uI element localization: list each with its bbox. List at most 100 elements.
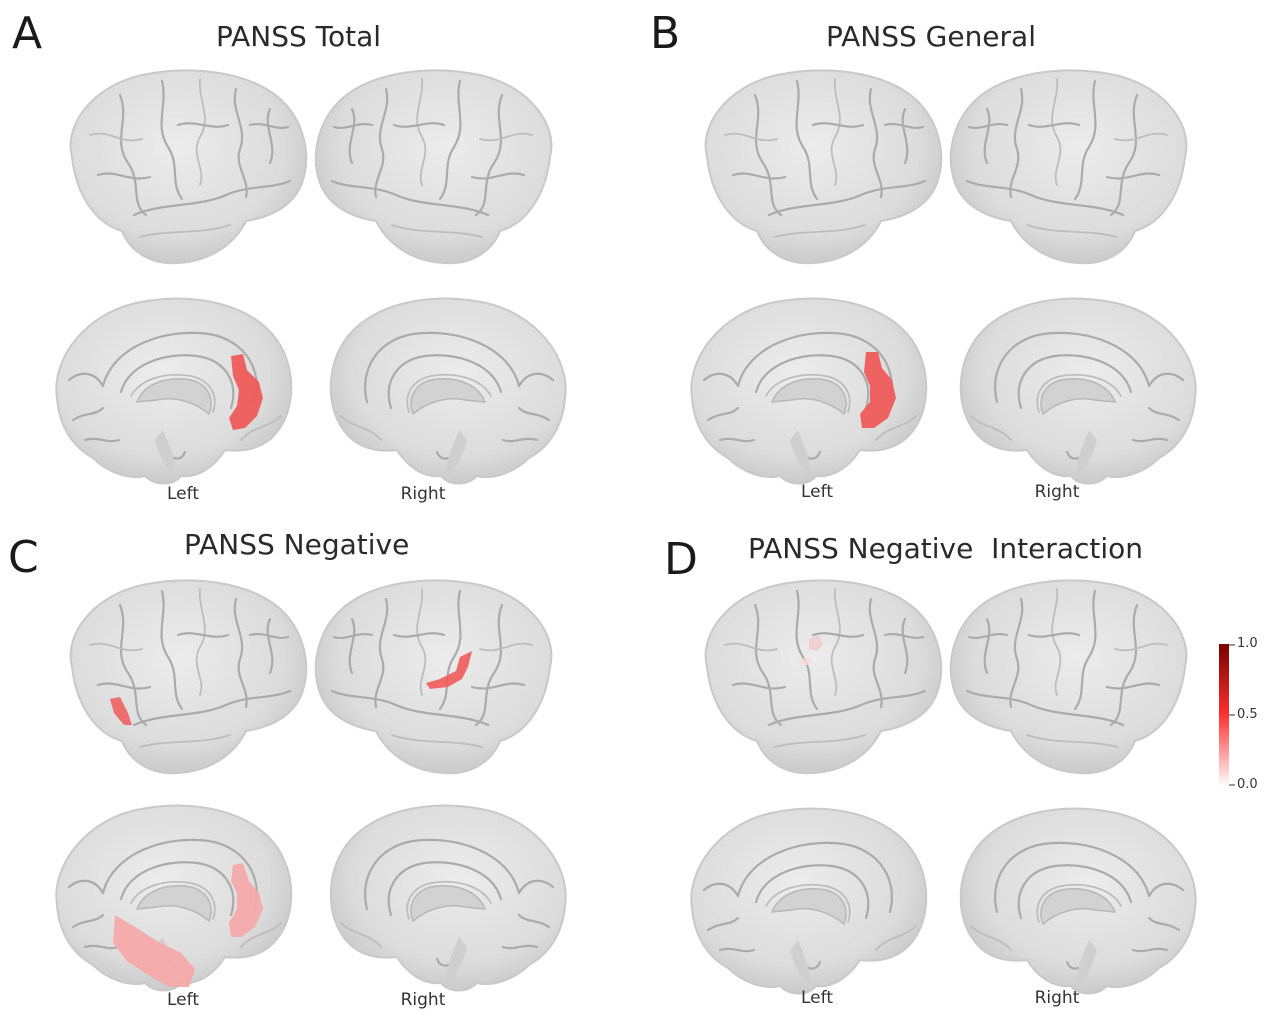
panel-letter: A	[12, 8, 43, 59]
brain-surface	[949, 69, 1188, 265]
sulcus-line	[438, 79, 462, 201]
sulcus-line	[830, 78, 841, 186]
sulcus-line	[1026, 734, 1118, 748]
sulcus-line	[240, 415, 282, 441]
right-label: Right	[1034, 988, 1080, 1008]
sulcus-line	[330, 689, 490, 727]
sulcus-line	[1073, 589, 1097, 711]
medial-left-brain	[680, 800, 942, 1005]
sulcus-line	[724, 132, 778, 142]
corpus-callosum	[410, 885, 487, 923]
brain-outline	[704, 69, 943, 265]
panel-d: D PANSS Negative Interaction Left Right	[640, 510, 1280, 1020]
panel-letter: C	[8, 532, 39, 583]
corpus-callosum	[1040, 378, 1117, 416]
sulcus-line	[332, 123, 374, 129]
brain-surface	[69, 69, 308, 265]
sulcus-line	[118, 603, 148, 727]
sulcus-line	[160, 79, 184, 201]
sulcus-line	[101, 838, 258, 911]
panel-letter: D	[664, 534, 698, 585]
sulcus-line	[736, 331, 893, 404]
activation-region	[426, 651, 472, 689]
sulcus-line	[754, 864, 870, 920]
medial-right-brain	[945, 290, 1207, 495]
sulcus-line	[706, 916, 740, 932]
sulcus-line	[83, 437, 121, 443]
lateral-right-brain	[310, 575, 572, 780]
colorbar-tick-max: 1.0	[1237, 636, 1258, 651]
brainstem	[790, 940, 811, 986]
brain-outline	[949, 579, 1188, 775]
right-label: Right	[1034, 482, 1080, 502]
medial-left-brain	[45, 797, 307, 1002]
sulcus-line	[501, 437, 539, 443]
sulcus-line	[1009, 597, 1024, 709]
brain-outline	[704, 579, 943, 775]
colorbar-tick-min: 0.0	[1237, 777, 1258, 792]
panel-title: PANSS General	[826, 20, 1036, 53]
sulcus-line	[1027, 632, 1081, 638]
sulcus-line	[795, 589, 819, 711]
sulcus-line	[387, 354, 503, 410]
sulcus-line	[702, 882, 740, 898]
left-label: Left	[167, 484, 199, 504]
sulcus-line	[1051, 78, 1062, 186]
sulcus-line	[406, 880, 492, 920]
sulcus-line	[132, 179, 292, 217]
brain-surface	[314, 69, 553, 265]
sulcus-line	[233, 87, 248, 199]
right-label: Right	[400, 484, 446, 504]
activation-region	[113, 915, 195, 987]
sulcus-line	[731, 172, 787, 180]
lateral-left-brain	[50, 65, 312, 270]
sulcus-line	[438, 589, 462, 711]
sulcus-line	[517, 406, 551, 422]
sulcus-line	[391, 224, 483, 238]
sulcus-line	[248, 633, 290, 639]
sulcus-line	[67, 879, 105, 895]
sulcus-line	[767, 689, 927, 727]
sulcus-line	[89, 642, 143, 652]
sulcus-line	[706, 406, 740, 422]
sulcus-line	[1147, 406, 1181, 422]
sulcus-line	[139, 224, 231, 238]
sulcus-line	[736, 841, 893, 914]
left-label: Left	[167, 990, 199, 1010]
sulcus-line	[1109, 603, 1139, 727]
sulcus-line	[875, 925, 917, 951]
sulcus-line	[364, 331, 521, 404]
activation-region	[229, 354, 263, 430]
sulcus-line	[195, 588, 206, 696]
activation-region	[795, 657, 813, 667]
sulcus-line	[332, 633, 374, 639]
panel-a: A PANSS Total Left Right	[0, 0, 640, 510]
brain-surface	[949, 579, 1188, 775]
sulcus-line	[765, 883, 851, 923]
panel-title: PANSS Negative Interaction	[748, 532, 1144, 565]
sulcus-line	[994, 841, 1151, 914]
sulcus-line	[718, 947, 756, 953]
sulcus-line	[754, 354, 870, 410]
sulcus-line	[1017, 354, 1133, 410]
sulcus-line	[130, 880, 216, 920]
corpus-callosum	[770, 888, 847, 926]
lateral-left-brain	[685, 575, 947, 780]
sulcus-line	[1073, 79, 1097, 201]
sulcus-line	[392, 632, 446, 638]
sulcus-line	[883, 123, 925, 129]
brain-surface	[55, 804, 293, 992]
sulcus-line	[266, 617, 274, 675]
sulcus-line	[119, 354, 235, 410]
brain-outline	[314, 579, 553, 775]
sulcus-line	[119, 861, 235, 917]
sulcus-line	[983, 617, 991, 675]
lateral-left-brain	[685, 65, 947, 270]
sulcus-line	[233, 597, 248, 709]
sulcus-line	[176, 632, 230, 638]
sulcus-line	[266, 107, 274, 165]
brain-surface	[69, 579, 308, 775]
brain-surface	[329, 804, 567, 992]
sulcus-line	[901, 107, 909, 165]
sulcus-line	[1147, 372, 1185, 388]
